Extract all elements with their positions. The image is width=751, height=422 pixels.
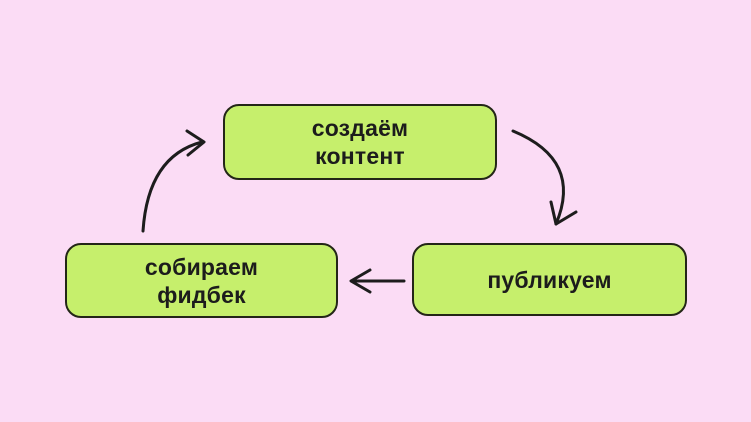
arrow-create-to-publish bbox=[511, 129, 578, 226]
arrow-publish-to-feedback bbox=[349, 268, 406, 294]
arrow-feedback-to-create bbox=[141, 129, 206, 233]
node-publish-label: публикуем bbox=[487, 266, 612, 293]
node-collect-feedback: собираем фидбек bbox=[65, 243, 338, 318]
node-publish: публикуем bbox=[412, 243, 687, 316]
node-create-content-label: создаём контент bbox=[311, 115, 409, 169]
node-create-content: создаём контент bbox=[223, 104, 497, 180]
node-collect-feedback-label: собираем фидбек bbox=[144, 253, 259, 308]
